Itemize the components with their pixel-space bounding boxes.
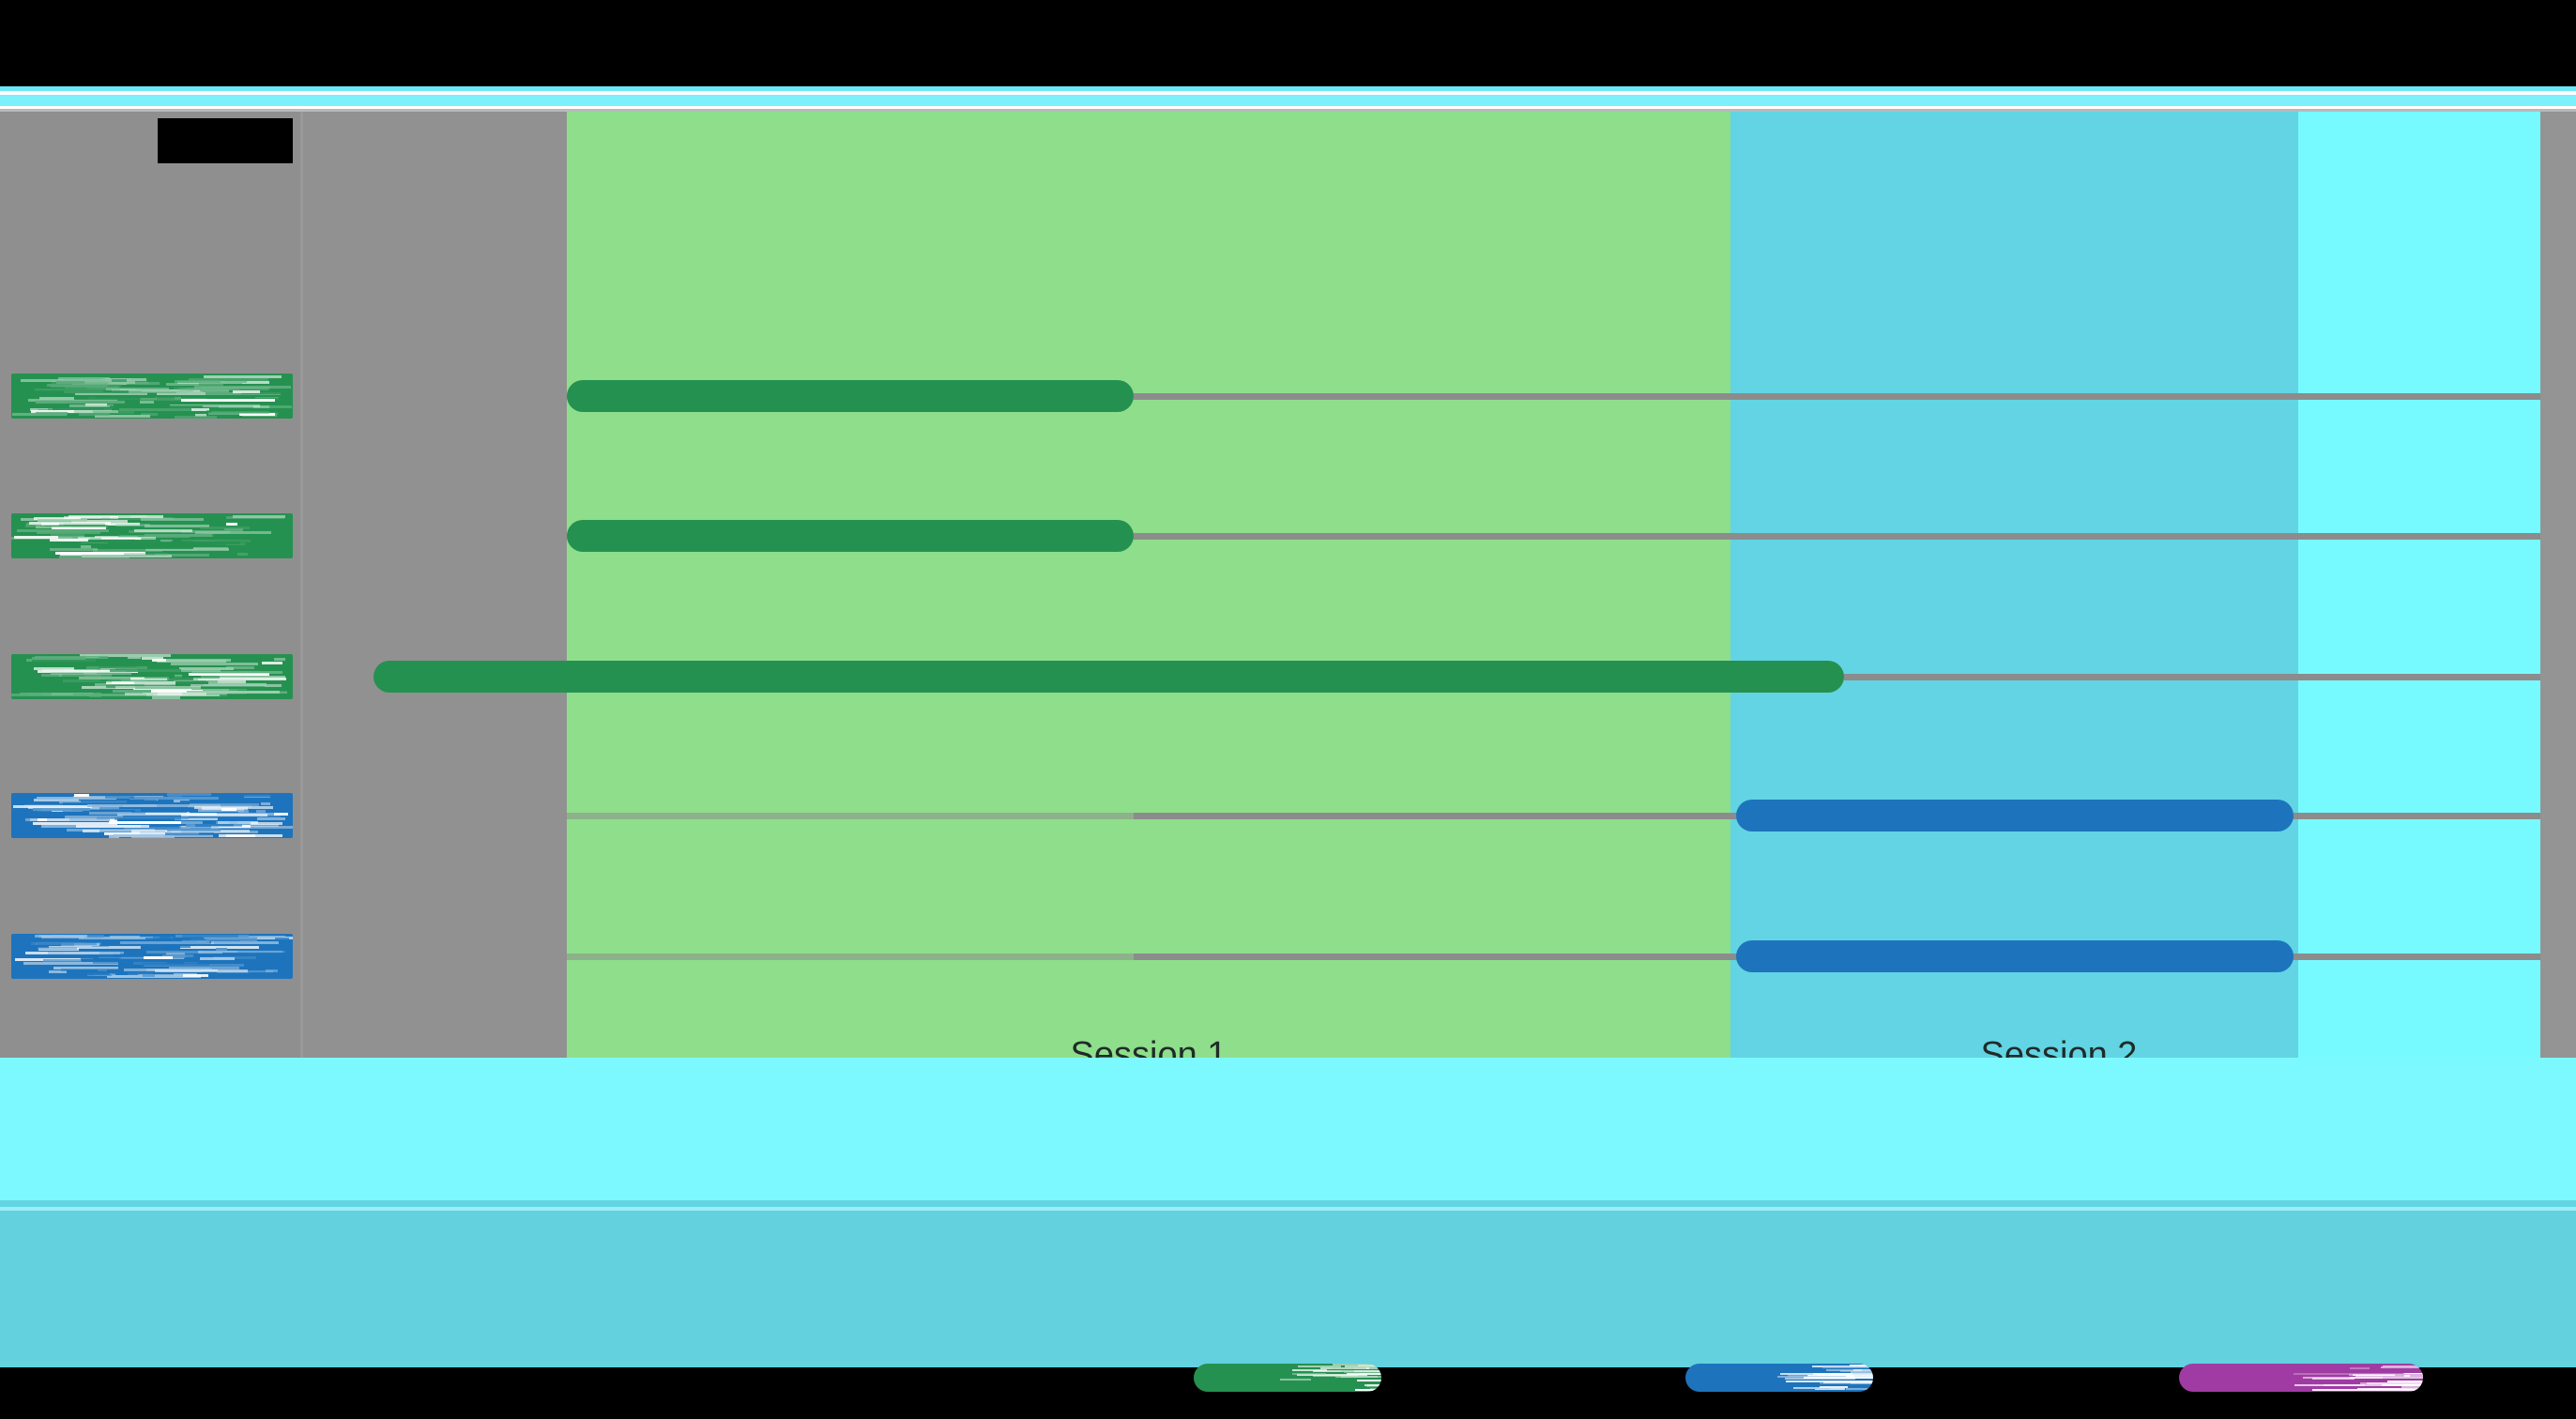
- footer-divider-2: [0, 1207, 2576, 1211]
- redaction-noise: [11, 654, 293, 699]
- legend-item-1[interactable]: [1685, 1364, 1873, 1392]
- legend-label-redacted: [1685, 1364, 1873, 1392]
- window-toolbar-strip[interactable]: [0, 95, 2576, 106]
- timeline-bar[interactable]: [567, 380, 1134, 412]
- y-axis-label-0[interactable]: [11, 374, 293, 419]
- footer-main-band: [0, 1211, 2576, 1367]
- timeline-bar[interactable]: [1736, 940, 2294, 972]
- window-top-divider-2: [0, 106, 2576, 109]
- y-axis-label-3[interactable]: [11, 793, 293, 838]
- legend-item-0[interactable]: [1194, 1364, 1381, 1392]
- y-axis-label-2[interactable]: [11, 654, 293, 699]
- redaction-noise: [11, 513, 293, 558]
- timeline-bar[interactable]: [1736, 800, 2294, 832]
- row-gridline-solid: [1134, 533, 2576, 540]
- footer-divider-1: [0, 1200, 2576, 1207]
- y-axis-label-4[interactable]: [11, 934, 293, 979]
- legend-label-redacted: [1194, 1364, 1381, 1392]
- window-top-divider-3: [0, 109, 2576, 112]
- row-gridline-solid: [1134, 393, 2576, 400]
- chart-plot-area: Session 1 Session 2: [0, 112, 2576, 1200]
- window-top-divider-1: [0, 91, 2576, 95]
- timeline-bar[interactable]: [567, 520, 1134, 552]
- y-axis-label-1[interactable]: [11, 513, 293, 558]
- legend-item-2[interactable]: [2179, 1364, 2423, 1392]
- timeline-bar[interactable]: [373, 661, 1844, 693]
- session-band-1: [567, 112, 1730, 1200]
- window-top-strip: [0, 86, 2576, 91]
- redaction-noise: [11, 934, 293, 979]
- right-side-panel[interactable]: [2540, 112, 2576, 1200]
- redaction-noise: [11, 793, 293, 838]
- session-band-2: [1730, 112, 2387, 1200]
- chart-title-redacted-tail: [169, 156, 291, 163]
- row-gridline-solid: [1844, 674, 2576, 680]
- footer-light-band: [0, 1058, 2576, 1200]
- session-band-3: [2298, 112, 2540, 1200]
- redaction-noise: [11, 374, 293, 419]
- gutter-divider: [300, 112, 303, 1200]
- legend-label-redacted: [2179, 1364, 2423, 1392]
